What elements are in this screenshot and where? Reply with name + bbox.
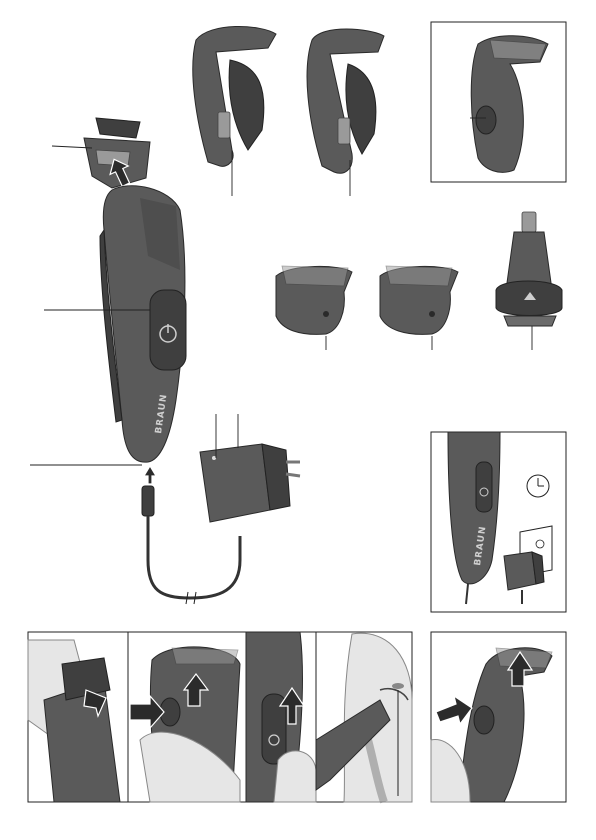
trimmer-device: BRAUN bbox=[448, 432, 500, 604]
comb-attachment bbox=[380, 266, 458, 350]
trimmer-device: BRAUN bbox=[30, 186, 186, 465]
comb-attachment bbox=[307, 29, 384, 196]
power-adapter bbox=[200, 414, 300, 522]
push-arrow-icon bbox=[144, 466, 156, 484]
usage-step-adjust-comb bbox=[130, 647, 240, 802]
comb-attachment bbox=[276, 266, 352, 350]
power-adapter bbox=[504, 552, 544, 604]
nose-trimmer-attachment bbox=[496, 212, 562, 350]
comb-attachment bbox=[470, 36, 548, 173]
usage-step-power-on bbox=[246, 632, 316, 802]
usage-step-release-comb bbox=[431, 648, 552, 802]
precision-trimmer-head bbox=[52, 118, 150, 188]
clock-icon bbox=[527, 475, 549, 497]
usage-step-remove-head bbox=[28, 640, 120, 802]
comb-attachment bbox=[193, 26, 276, 196]
usage-step-trim-beard bbox=[316, 633, 412, 802]
